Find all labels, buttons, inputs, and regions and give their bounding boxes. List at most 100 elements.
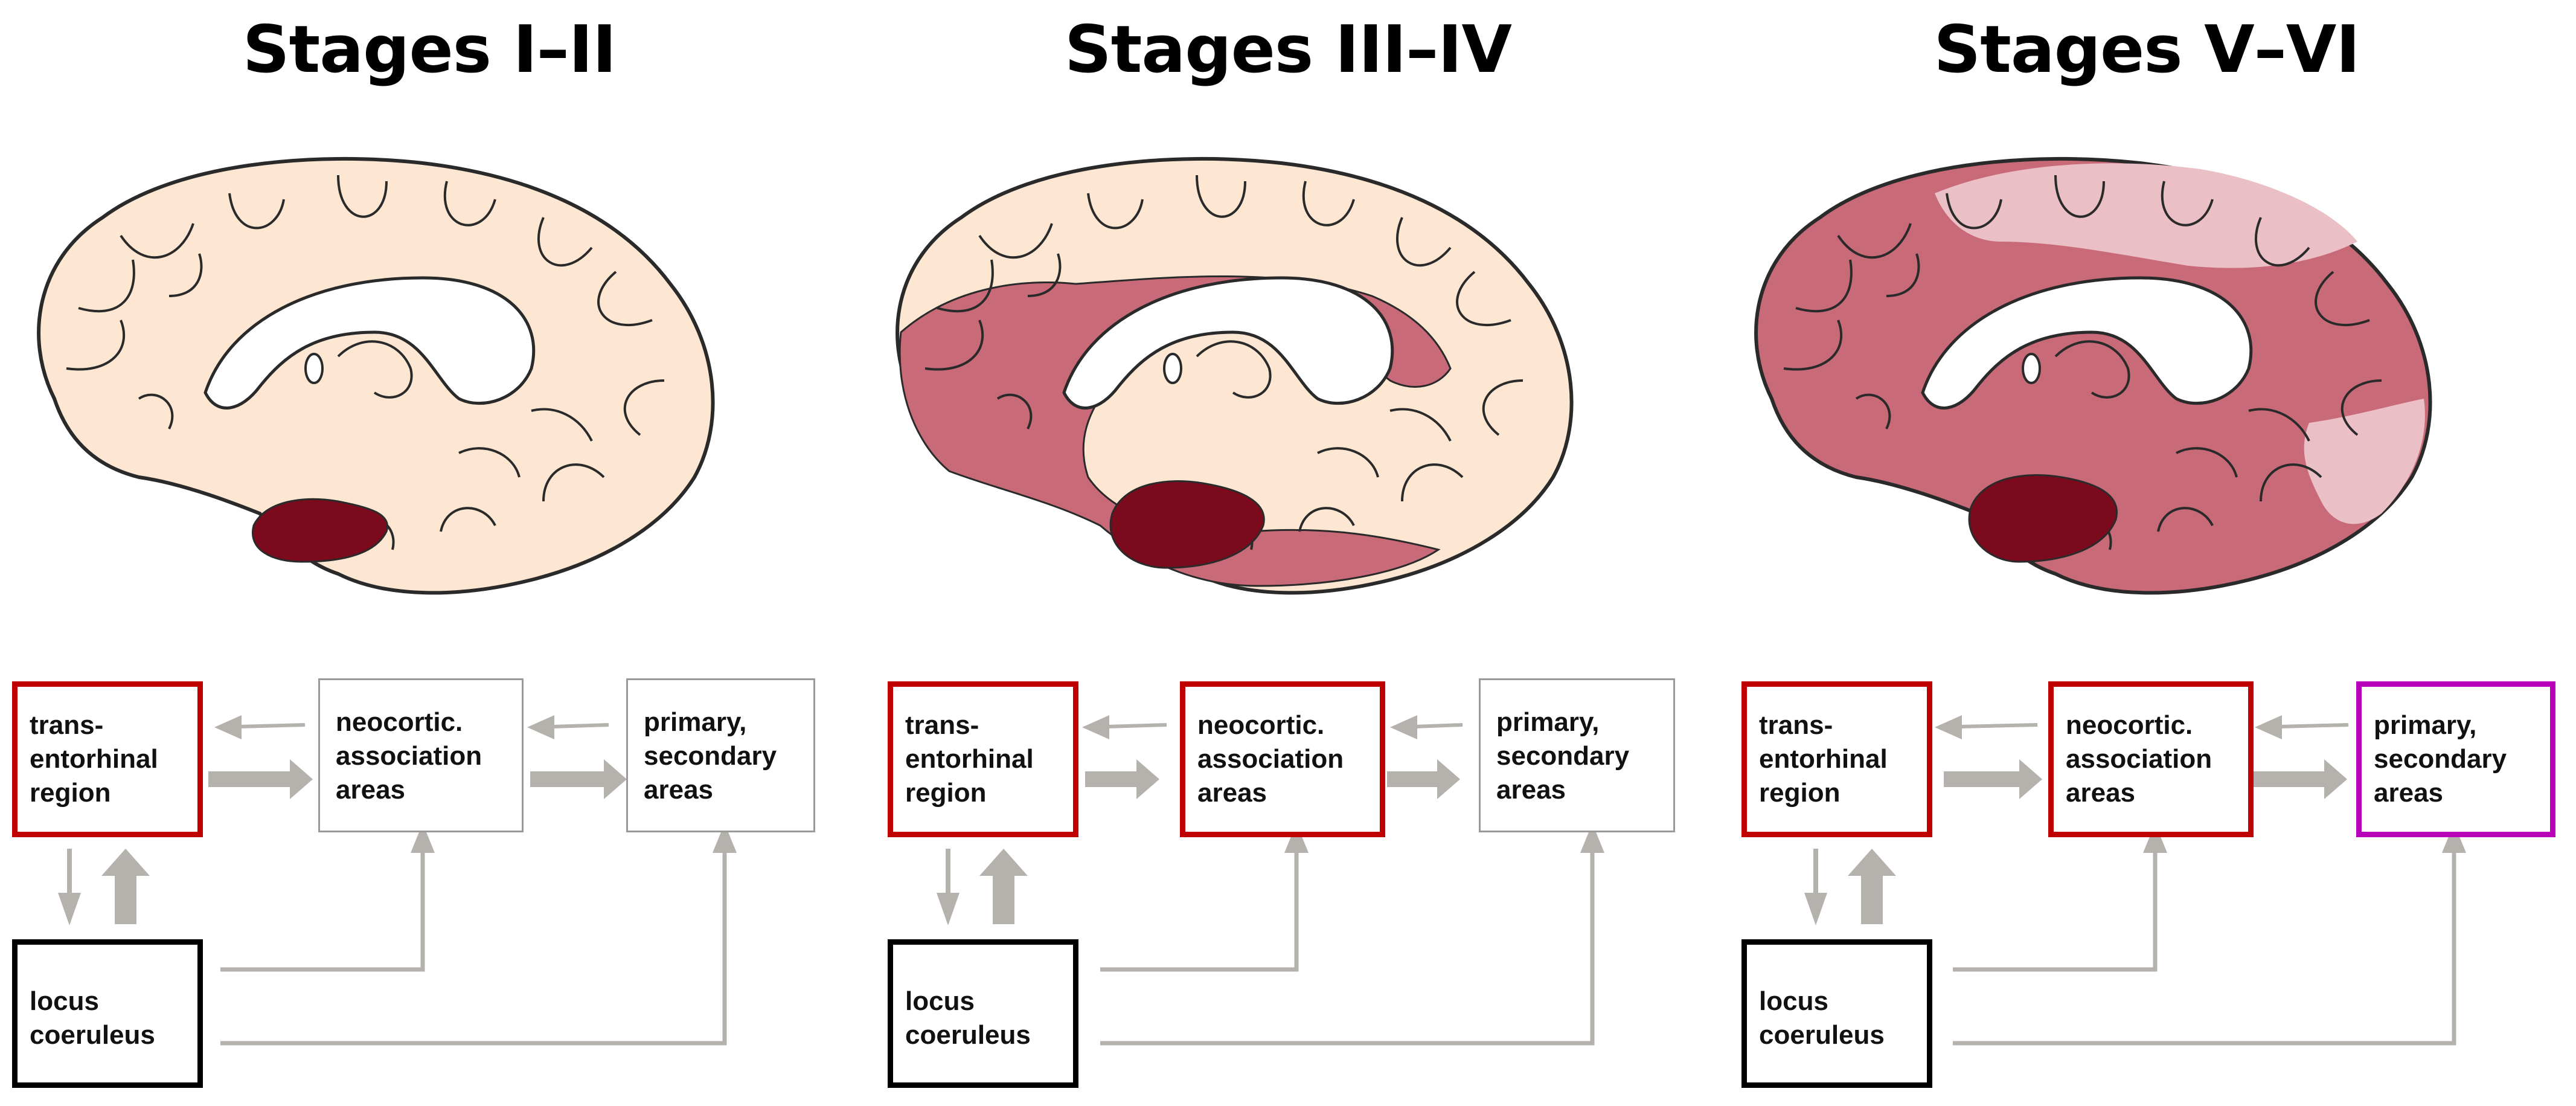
flow-diagram: trans- entorhinal region neocortic. asso…	[859, 652, 1717, 1106]
panel-stages-5-6: Stages V–VI trans- entorhinal	[1717, 0, 2576, 1106]
brain-illustration	[1754, 156, 2432, 595]
box-line: coeruleus	[1759, 1020, 1885, 1050]
corpus-callosum	[1062, 276, 1394, 410]
box-line: areas	[1197, 778, 1267, 808]
brain-outline	[1754, 156, 2432, 595]
box-line: areas	[2374, 778, 2444, 808]
transentorhinal-region-box: trans- entorhinal region	[1741, 681, 1932, 837]
thick-arrow-up	[1848, 849, 1896, 924]
connector-head	[713, 823, 737, 853]
connector-lc-to-primary	[1100, 852, 1595, 1046]
box-line: neocortic.	[336, 707, 463, 737]
panel-stages-1-2: Stages I–II trans- entorhinal region	[0, 0, 859, 1106]
thick-arrow-up	[979, 849, 1028, 924]
thalamic-loop	[304, 353, 324, 384]
entorhinal-involvement	[1968, 474, 2118, 563]
box-line: coeruleus	[905, 1020, 1031, 1050]
thin-arrow-down-head	[937, 893, 960, 925]
locus-coeruleus-box: locus coeruleus	[888, 939, 1078, 1088]
connection-arrows	[937, 715, 1604, 1046]
box-line: association	[1197, 744, 1344, 774]
transentorhinal-region-box: trans- entorhinal region	[888, 681, 1078, 837]
connector-lc-to-primary	[1953, 852, 2456, 1046]
flow-diagram: trans- entorhinal region neocortic. asso…	[0, 652, 859, 1106]
box-line: region	[30, 778, 111, 808]
thin-arrow-left	[552, 723, 609, 728]
fornix	[337, 340, 413, 399]
brain-illustration	[37, 156, 715, 595]
gyrus-lines	[66, 175, 665, 550]
flow-diagram: trans- entorhinal region neocortic. asso…	[1717, 652, 2576, 1106]
thin-arrow-left-head	[1390, 715, 1417, 739]
box-line: neocortic.	[1197, 710, 1325, 740]
box-line: primary,	[2374, 710, 2477, 740]
thin-arrow-down-head	[1804, 893, 1827, 925]
primary-area-involvement-superior	[1935, 163, 2357, 268]
thin-arrow-left	[238, 723, 306, 728]
thin-arrow-left	[1958, 723, 2038, 728]
box-line: locus	[1759, 986, 1828, 1016]
connector-head	[1284, 823, 1309, 853]
connector-head	[2442, 823, 2466, 853]
box-line: secondary	[1496, 741, 1630, 771]
thin-arrow-left-head	[1082, 715, 1109, 739]
thalamic-loop	[1163, 353, 1182, 384]
connection-arrows	[58, 715, 737, 1046]
entorhinal-involvement	[252, 498, 388, 563]
box-line: secondary	[2374, 744, 2507, 774]
box-line: primary,	[1496, 707, 1600, 737]
association-areas-box: neocortic. association areas	[1180, 681, 1385, 837]
corpus-callosum	[1921, 276, 2253, 410]
thick-arrow-right	[1944, 759, 2042, 799]
thick-arrow-right	[1085, 759, 1159, 799]
box-line: coeruleus	[30, 1020, 155, 1050]
corpus-callosum	[203, 276, 536, 410]
connector-lc-to-primary	[220, 852, 727, 1046]
panel-title: Stages I–II	[242, 12, 617, 88]
box-line: secondary	[644, 741, 777, 771]
primary-areas-box: primary, secondary areas	[1479, 678, 1675, 832]
gyrus-lines	[924, 175, 1523, 550]
box-line: locus	[30, 986, 99, 1016]
connector-head	[2143, 823, 2167, 853]
box-line: primary,	[644, 707, 747, 737]
box-line: region	[1759, 778, 1841, 808]
box-line: trans-	[30, 710, 104, 740]
box-line: entorhinal	[905, 744, 1034, 774]
primary-areas-box: primary, secondary areas	[626, 678, 815, 832]
fornix	[1196, 340, 1272, 399]
panel-stages-3-4: Stages III–IV trans- entorhinal	[859, 0, 1717, 1106]
brain-illustration	[896, 156, 1574, 595]
association-areas-box: neocortic. association areas	[318, 678, 524, 832]
panel-title: Stages V–VI	[1934, 12, 2360, 88]
thin-arrow-left	[2278, 723, 2349, 728]
box-line: association	[2066, 744, 2212, 774]
thick-arrow-right	[2252, 759, 2347, 799]
association-areas-box: neocortic. association areas	[2048, 681, 2254, 837]
locus-coeruleus-box: locus coeruleus	[12, 939, 203, 1088]
box-line: trans-	[1759, 710, 1833, 740]
locus-coeruleus-box: locus coeruleus	[1741, 939, 1932, 1088]
box-line: trans-	[905, 710, 979, 740]
box-line: region	[905, 778, 987, 808]
thin-arrow-down-head	[58, 893, 81, 925]
box-line: areas	[336, 775, 406, 805]
gyrus-lines	[1783, 175, 2382, 550]
thalamic-loop	[2022, 353, 2041, 384]
thin-arrow-left-head	[2255, 715, 2282, 739]
thin-arrow-left-head	[527, 715, 554, 739]
primary-area-involvement-posterior	[2304, 399, 2425, 524]
box-line: entorhinal	[1759, 744, 1888, 774]
entorhinal-involvement	[1109, 480, 1265, 569]
thin-arrow-left-head	[1935, 715, 1962, 739]
thin-arrow-left	[1414, 723, 1463, 728]
box-line: locus	[905, 986, 975, 1016]
thick-arrow-right	[208, 759, 313, 799]
box-line: entorhinal	[30, 744, 158, 774]
box-line: areas	[2066, 778, 2136, 808]
box-line: areas	[644, 775, 714, 805]
box-line: association	[336, 741, 482, 771]
connection-arrows	[1804, 715, 2466, 1046]
connector-lc-to-association	[1100, 852, 1299, 972]
connector-lc-to-association	[220, 852, 425, 972]
